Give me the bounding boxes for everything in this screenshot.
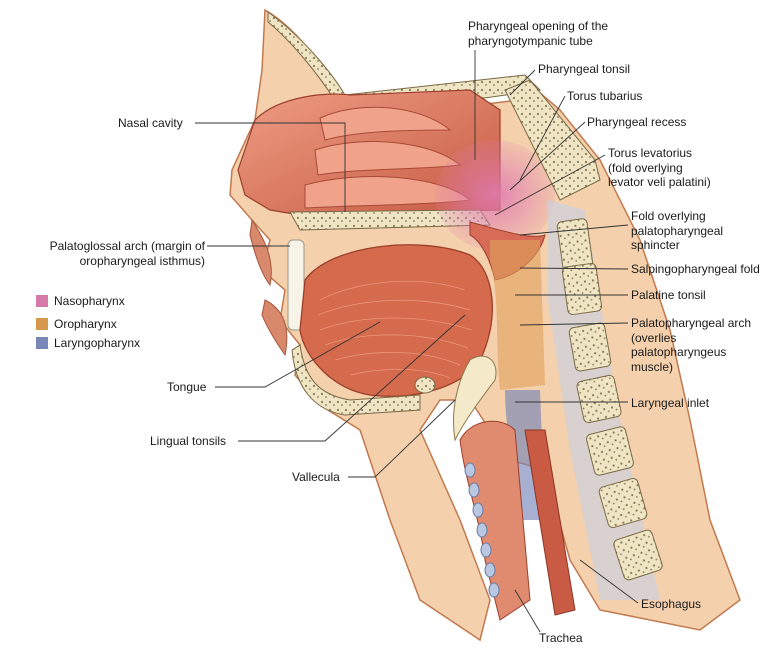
oropharynx-region xyxy=(490,240,545,390)
label-palatopharyngeal-arch: Palatopharyngeal arch (overlies palatoph… xyxy=(631,316,752,374)
label-nasal-cavity: Nasal cavity xyxy=(118,116,183,130)
nasopharynx-region xyxy=(435,140,555,250)
label-tongue: Tongue xyxy=(167,380,207,394)
legend-swatch-nasopharynx xyxy=(36,295,48,307)
label-pharyngeal-opening: Pharyngeal opening of the pharyngotympan… xyxy=(468,19,609,48)
label-laryngeal-inlet: Laryngeal inlet xyxy=(631,396,710,410)
label-pharyngeal-tonsil: Pharyngeal tonsil xyxy=(538,62,631,76)
epiglottis xyxy=(452,355,497,442)
legend-swatch-oropharynx xyxy=(36,318,48,330)
lower-lip xyxy=(261,299,288,357)
label-torus-tubarius: Torus tubarius xyxy=(567,89,643,103)
larynx-trachea xyxy=(459,420,531,621)
label-vallecula: Vallecula xyxy=(292,470,340,484)
upper-lip xyxy=(249,218,272,287)
label-fold-overlying-sphincter: Fold overlying palatopharyngeal sphincte… xyxy=(631,209,724,252)
esophagus-tube xyxy=(524,429,576,616)
legend-swatch-laryngopharynx xyxy=(36,337,48,349)
vertebrae xyxy=(556,218,663,581)
label-pharyngeal-recess: Pharyngeal recess xyxy=(587,115,687,129)
tracheal-rings xyxy=(464,462,500,598)
label-torus-levatorius: Torus levatorius (fold overlying levator… xyxy=(608,146,711,189)
legend: Nasopharynx Oropharynx Laryngopharynx xyxy=(36,294,196,354)
label-palatine-tonsil: Palatine tonsil xyxy=(631,288,706,302)
label-esophagus: Esophagus xyxy=(641,597,702,611)
hyoid-bone xyxy=(414,376,436,394)
superior-concha xyxy=(319,106,452,141)
leader-lines xyxy=(195,50,639,633)
label-lingual-tonsils: Lingual tonsils xyxy=(150,434,227,448)
label-trachea: Trachea xyxy=(539,631,583,645)
mandible xyxy=(291,344,421,416)
label-salpingopharyngeal-fold: Salpingopharyngeal fold xyxy=(631,262,760,276)
label-palatoglossal-arch: Palatoglossal arch (margin of oropharyng… xyxy=(49,239,205,268)
occipital-bone xyxy=(504,79,601,201)
